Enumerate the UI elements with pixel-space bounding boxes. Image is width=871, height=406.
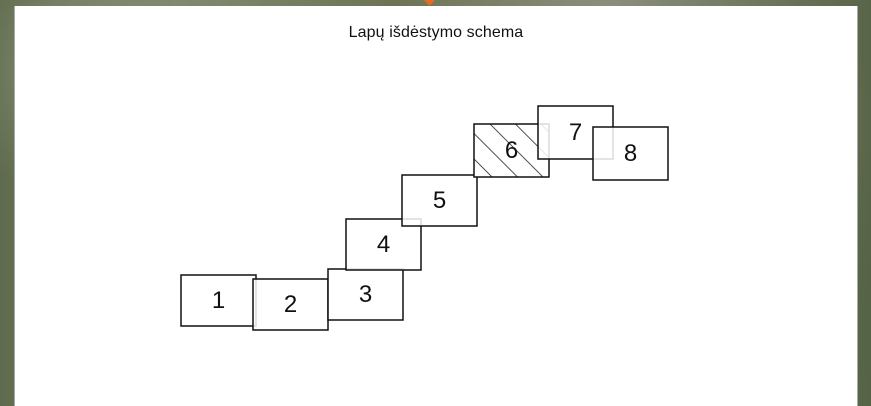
diagram-title: Lapų išdėstymo schema [348, 24, 524, 41]
sheet-2: 2 [252, 278, 329, 331]
sheet-5: 5 [401, 174, 478, 227]
sheet-frame-5 [401, 174, 478, 227]
sheet-number-5: 5 [433, 187, 446, 214]
sheet-number-3: 3 [359, 281, 372, 308]
sheet-6: 6 [473, 123, 550, 178]
sheet-number-4: 4 [377, 231, 390, 258]
sheet-layer: 1 2 34 5 6 7 8 [180, 105, 669, 331]
sheet-layout-diagram: 1 2 34 5 6 7 8 [180, 105, 669, 331]
sheet-number-2: 2 [284, 291, 297, 318]
sheet-4: 4 [345, 218, 422, 271]
sheet-number-7: 7 [569, 119, 582, 146]
sheet-number-6: 6 [505, 137, 518, 164]
sheet-frame-2 [252, 278, 329, 331]
sheet-1: 1 [180, 274, 257, 327]
sheet-3: 3 [327, 268, 404, 321]
sheet-frame-8 [592, 126, 669, 181]
sheet-number-1: 1 [212, 287, 225, 314]
sheet-number-8: 8 [624, 140, 637, 167]
sheet-8: 8 [592, 126, 669, 181]
sheet-frame-1 [180, 274, 257, 327]
location-marker-icon [424, 0, 435, 6]
sheet-frame-4 [345, 218, 422, 271]
sheet-frame-6 [473, 123, 550, 178]
